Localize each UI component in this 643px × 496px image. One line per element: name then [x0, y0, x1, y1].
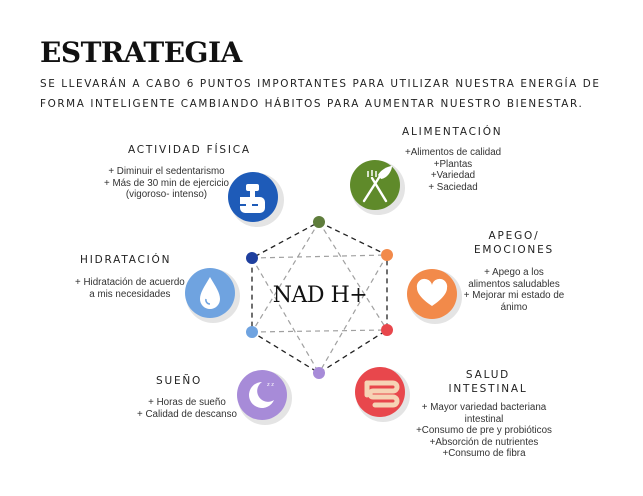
heading-hidratacion: HIDRATACIÓN — [80, 254, 172, 266]
heading-line: EMOCIONES — [473, 244, 554, 256]
node-actividad — [246, 252, 258, 264]
node-sueno — [313, 367, 325, 379]
desc-line: +Variedad — [430, 170, 476, 181]
center-label: NAD H+ — [272, 283, 368, 308]
node-salud — [381, 324, 393, 336]
node-alimentacion-top — [313, 216, 325, 228]
desc-line: + Mejorar mi estado de — [463, 290, 565, 301]
desc-line: + Calidad de descanso — [137, 408, 237, 420]
connection-lines — [251, 221, 388, 374]
heading-line: SALUD — [465, 369, 511, 381]
desc-actividad-fisica: + Diminuir el sedentarismo + Más de 30 m… — [104, 166, 229, 201]
desc-line: + Más de 30 min de ejercicio — [104, 177, 229, 189]
desc-line: + Apego a los — [484, 267, 544, 278]
desc-line: + Mayor variedad bacteriana — [421, 402, 547, 413]
heart-icon — [407, 269, 457, 319]
heading-actividad-fisica: ACTIVIDAD FÍSICA — [128, 144, 251, 156]
desc-line: +Alimentos de calidad — [405, 147, 502, 158]
heading-line: INTESTINAL — [448, 383, 528, 395]
intestine-icon — [355, 367, 405, 417]
desc-line: +Plantas — [433, 158, 473, 170]
desc-line: +Consumo de fibra — [442, 448, 526, 459]
desc-line: + Horas de sueño — [148, 397, 226, 408]
desc-line: ánimo — [500, 301, 528, 313]
heading-salud-intestinal: SALUD INTESTINAL — [434, 368, 542, 396]
svg-text:z z: z z — [267, 382, 274, 388]
desc-line: +Absorción de nutrientes — [429, 436, 539, 448]
heading-alimentacion: ALIMENTACIÓN — [402, 126, 503, 138]
heading-sueno: SUEÑO — [156, 375, 203, 387]
desc-line: +Consumo de pre y probióticos — [416, 425, 552, 436]
water-drop-icon — [185, 268, 235, 318]
fork-leaf-icon — [350, 160, 400, 210]
desc-line: a mis necesidades — [89, 288, 171, 300]
desc-line: intestinal — [464, 413, 504, 425]
desc-sueno: + Horas de sueño + Calidad de descanso — [137, 397, 237, 420]
desc-alimentacion: +Alimentos de calidad +Plantas +Variedad… — [405, 147, 501, 193]
node-apego — [381, 249, 393, 261]
heading-line: APEGO/ — [488, 230, 540, 242]
desc-line: alimentos saludables — [468, 278, 560, 290]
heading-apego-emociones: APEGO/ EMOCIONES — [460, 229, 568, 257]
desc-hidratacion: + Hidratación de acuerdo a mis necesidad… — [75, 277, 185, 300]
desc-salud-intestinal: + Mayor variedad bacteriana intestinal +… — [408, 402, 560, 460]
page-title: ESTRATEGIA — [40, 36, 242, 69]
node-hidratacion — [246, 326, 258, 338]
desc-apego-emociones: + Apego a los alimentos saludables + Mej… — [456, 267, 572, 313]
dumbbell-icon — [228, 172, 278, 222]
moon-icon: z z — [237, 370, 287, 420]
desc-line: (vigoroso- intenso) — [125, 189, 208, 200]
desc-line: + Saciedad — [428, 181, 478, 193]
page-subtitle: SE LLEVARÁN A CABO 6 PUNTOS IMPORTANTES … — [40, 78, 601, 110]
desc-line: + Hidratación de acuerdo — [75, 277, 185, 288]
desc-line: + Diminuir el sedentarismo — [108, 166, 225, 177]
